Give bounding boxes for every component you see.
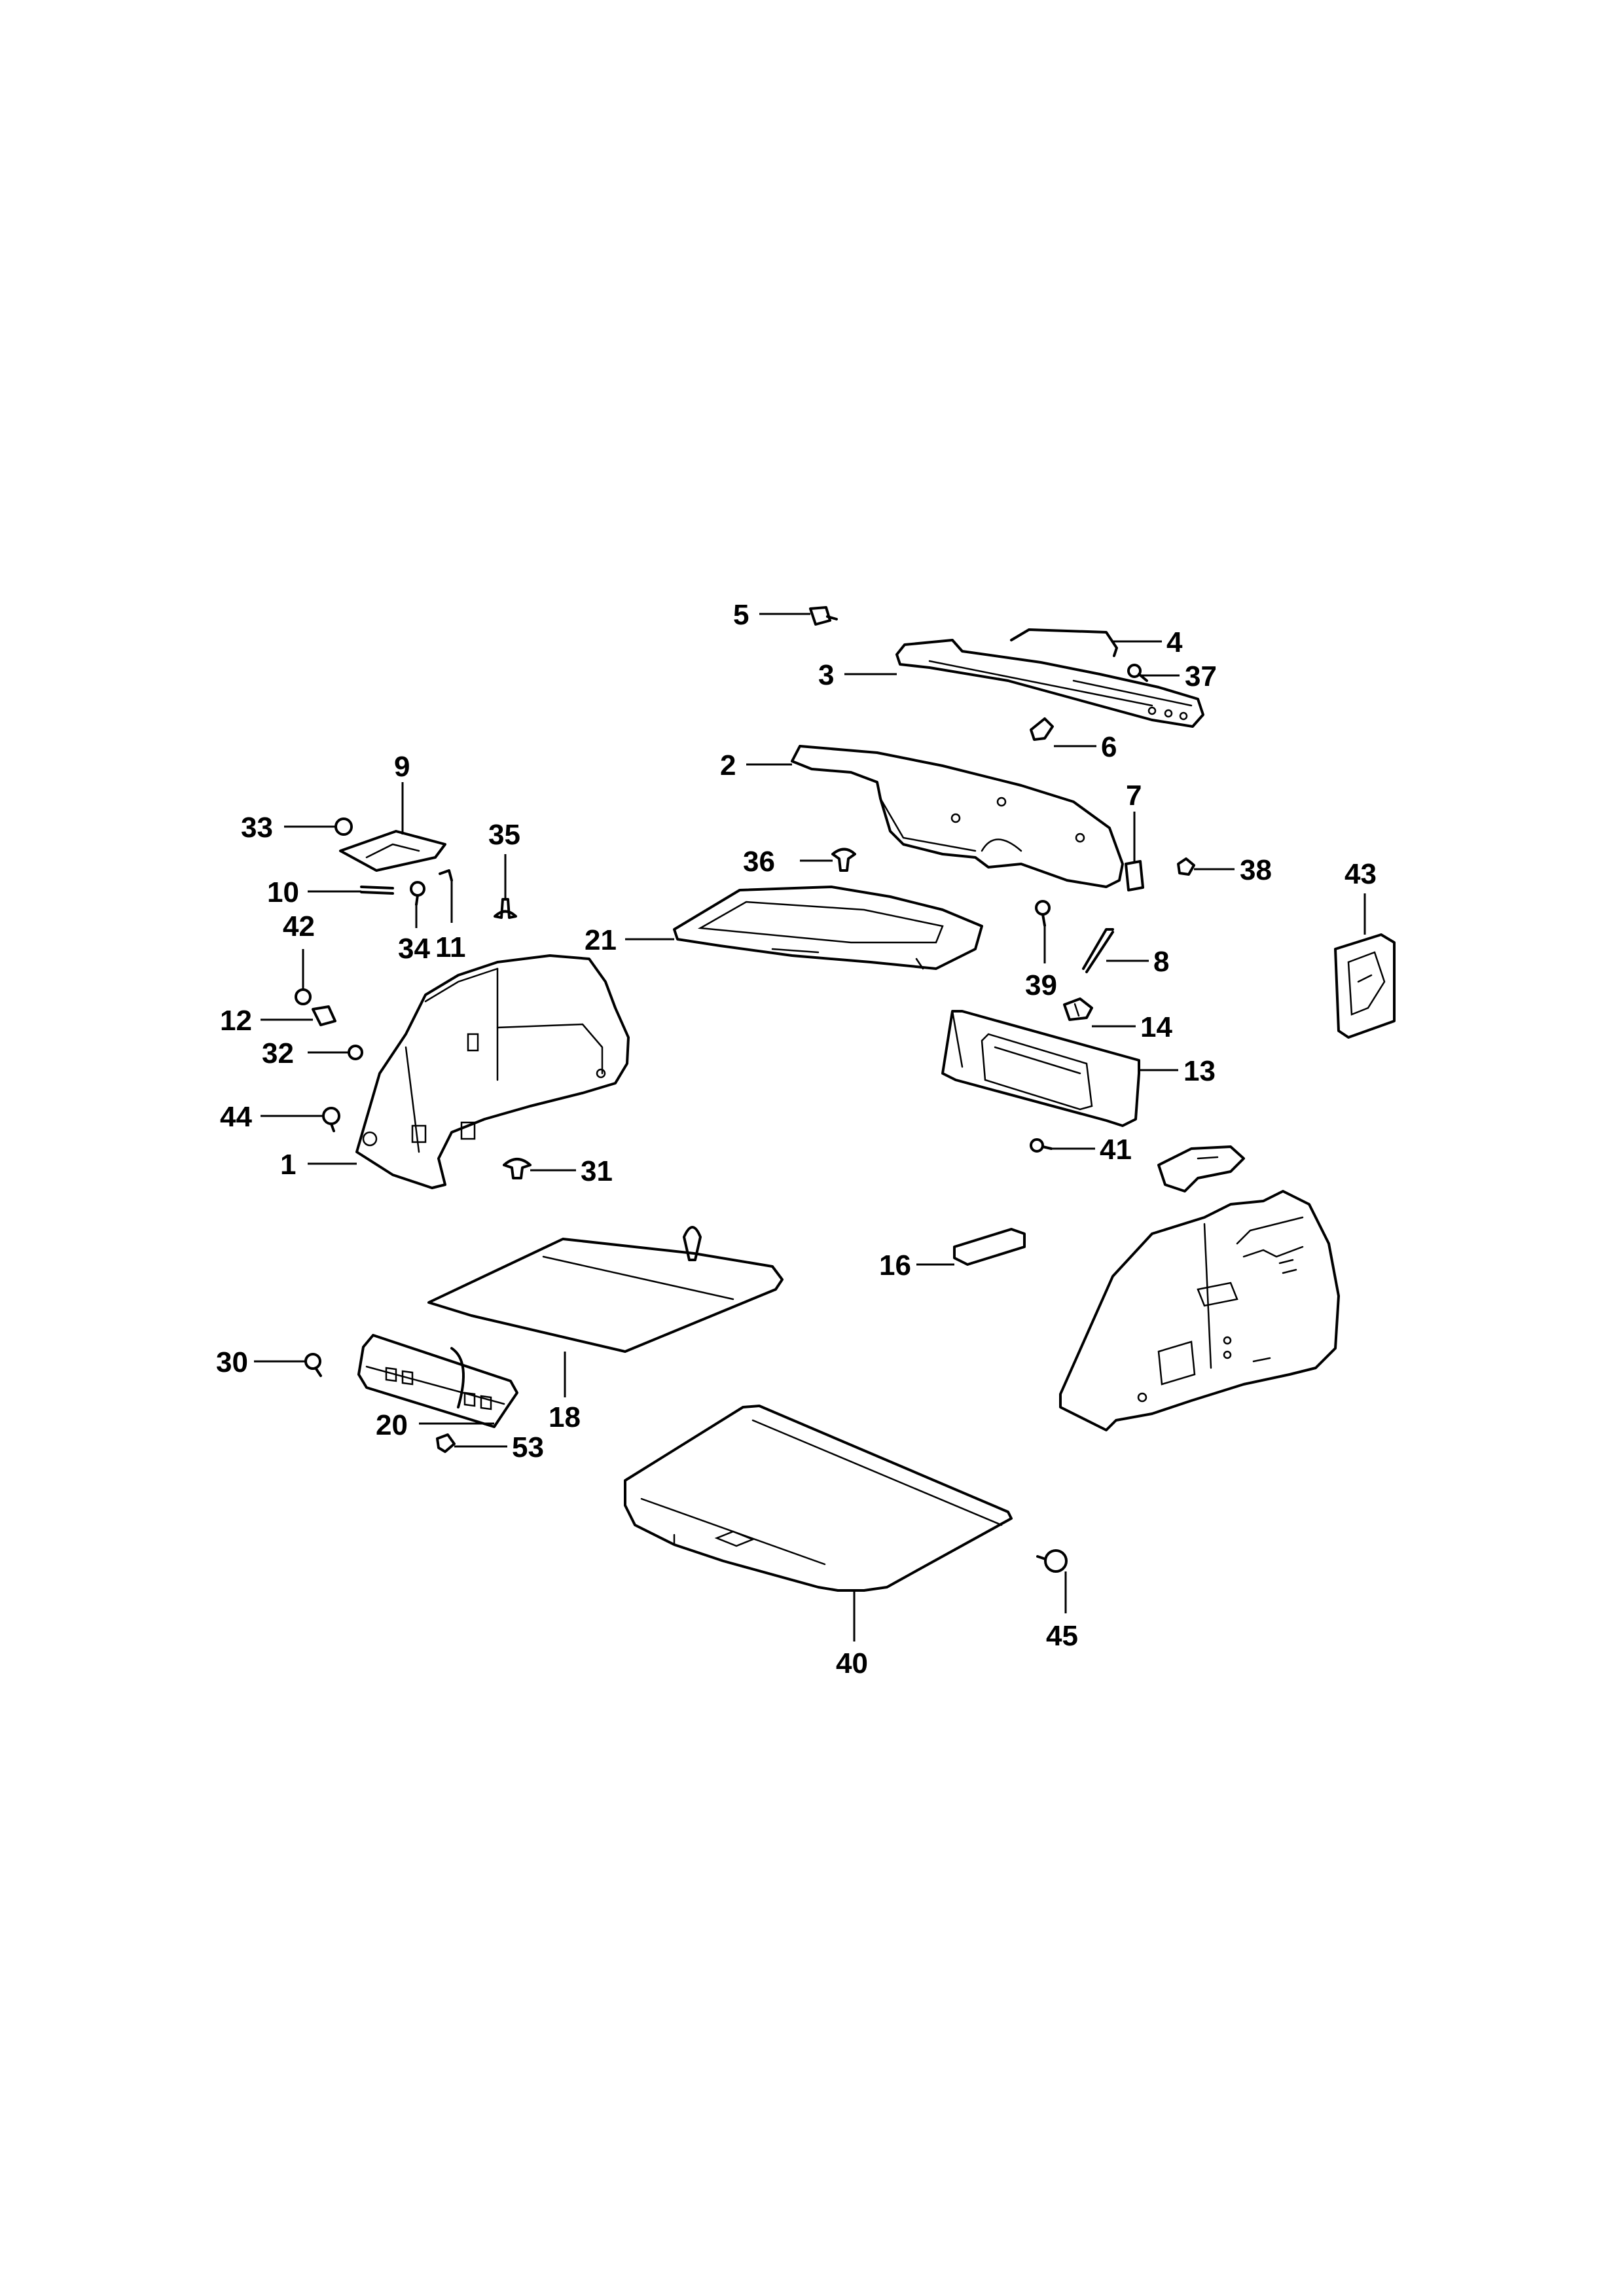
part-37-screw — [1127, 664, 1148, 682]
callout-40: 40 — [836, 1647, 868, 1679]
leader-lines — [254, 613, 1366, 1641]
callout-34: 34 — [398, 933, 430, 965]
part-1-quarter-trim — [355, 954, 630, 1189]
callout-1: 1 — [280, 1149, 296, 1181]
part-9-cover — [339, 830, 446, 872]
part-11-hook — [439, 869, 453, 882]
callout-3: 3 — [818, 659, 834, 691]
callout-31: 31 — [581, 1155, 613, 1187]
callout-labels: 1 2 3 4 5 6 7 8 9 10 11 12 13 14 16 18 2… — [216, 599, 1377, 1679]
callout-30: 30 — [216, 1346, 248, 1378]
part-53-clip — [436, 1433, 456, 1453]
callout-9: 9 — [394, 751, 410, 783]
part-42-nut — [295, 988, 312, 1005]
part-4-rod — [1010, 628, 1118, 657]
callout-5: 5 — [733, 599, 749, 631]
callout-21: 21 — [585, 924, 617, 956]
part-6-clip — [1030, 717, 1054, 741]
part-41-screw — [1030, 1138, 1053, 1153]
part-2-shelf-support — [791, 745, 1124, 888]
callout-39: 39 — [1025, 969, 1057, 1001]
part-20-sill-bracket — [357, 1334, 518, 1428]
callout-12: 12 — [220, 1005, 252, 1037]
callout-42: 42 — [283, 910, 315, 942]
callout-14: 14 — [1140, 1011, 1172, 1043]
right-quarter-trim-unlabeled — [1059, 1190, 1340, 1431]
part-8-rod — [1082, 928, 1114, 973]
callout-10: 10 — [267, 876, 299, 908]
callout-45: 45 — [1046, 1620, 1078, 1652]
part-44-screw — [322, 1107, 340, 1132]
callout-41: 41 — [1100, 1134, 1132, 1166]
part-40-trunk-floor — [624, 1405, 1013, 1592]
part-7-block — [1125, 860, 1144, 891]
callout-2: 2 — [720, 749, 736, 781]
callout-32: 32 — [262, 1037, 294, 1069]
part-3-trim-strip — [895, 639, 1204, 728]
part-43-bracket — [1334, 933, 1396, 1039]
callout-13: 13 — [1183, 1055, 1216, 1087]
callout-36: 36 — [743, 846, 775, 878]
part-13-rear-trim-panel — [941, 1010, 1140, 1127]
part-45-screw — [1036, 1549, 1068, 1573]
callout-7: 7 — [1126, 780, 1142, 812]
callout-33: 33 — [241, 812, 273, 844]
callout-11: 11 — [435, 931, 466, 963]
part-34-screw — [410, 881, 425, 906]
bracket-unlabeled — [1157, 1145, 1245, 1193]
callout-35: 35 — [488, 819, 520, 851]
callout-4: 4 — [1166, 626, 1183, 658]
callout-18: 18 — [549, 1401, 581, 1433]
part-21-parcel-shelf — [673, 886, 983, 970]
callout-16: 16 — [879, 1249, 911, 1282]
part-12-clip — [312, 1005, 336, 1026]
callout-37: 37 — [1185, 660, 1217, 692]
part-33-nut — [334, 817, 353, 836]
part-36-push-clip — [831, 848, 856, 872]
part-39-screw — [1035, 900, 1051, 927]
part-31-push-clip — [503, 1158, 532, 1179]
part-14-clip — [1063, 997, 1093, 1021]
part-18-floor-mat — [427, 1226, 784, 1353]
part-16-strip — [953, 1228, 1026, 1266]
part-5-pin — [809, 606, 838, 626]
callout-20: 20 — [376, 1409, 408, 1441]
part-35-push-clip — [494, 898, 517, 919]
part-38-clip — [1177, 857, 1195, 876]
part-32-screw — [348, 1045, 363, 1060]
callout-6: 6 — [1101, 731, 1117, 763]
callout-38: 38 — [1240, 854, 1272, 886]
callout-53: 53 — [512, 1431, 544, 1463]
callout-8: 8 — [1153, 946, 1169, 978]
callout-44: 44 — [220, 1101, 252, 1133]
callout-43: 43 — [1344, 858, 1377, 890]
part-30-screw — [304, 1353, 322, 1377]
part-10-rod — [360, 886, 394, 895]
